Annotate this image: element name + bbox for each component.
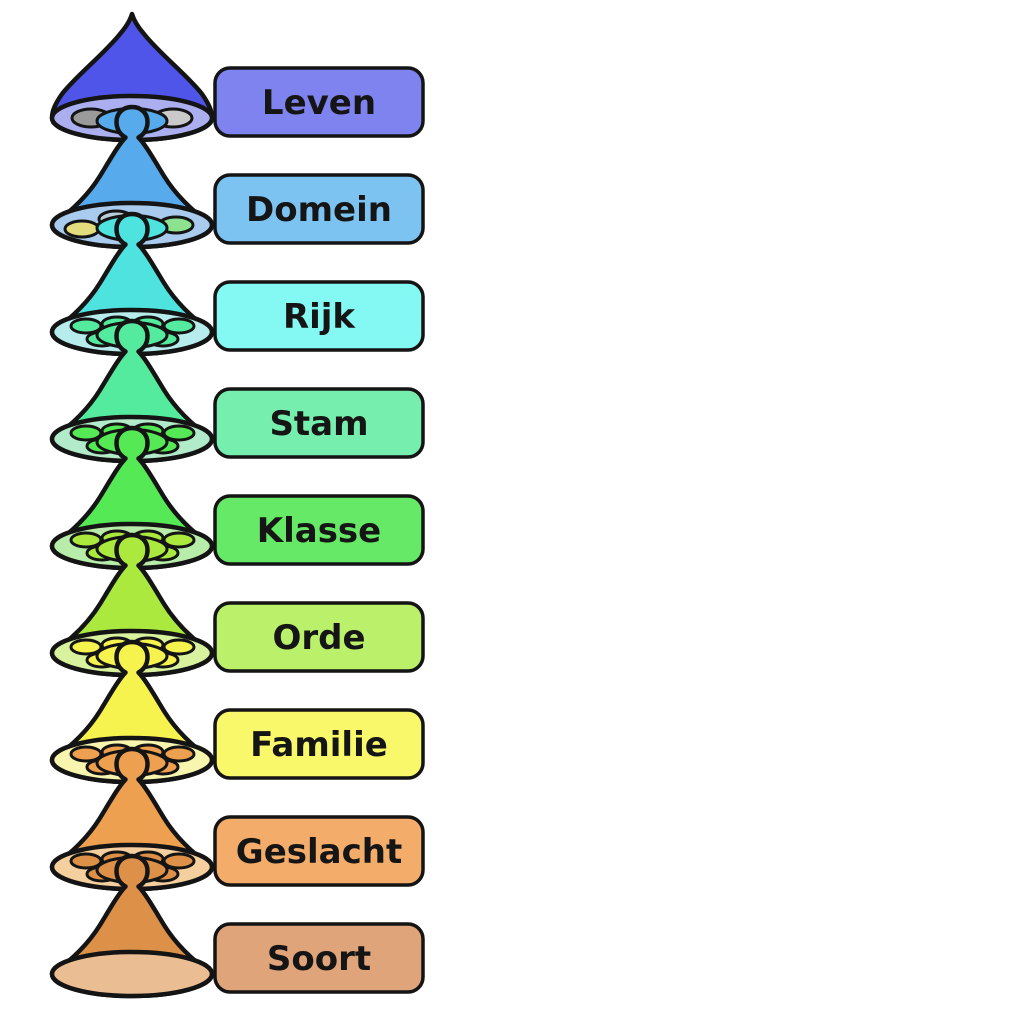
label-box-rijk bbox=[213, 280, 425, 352]
mini-ellipse bbox=[63, 219, 101, 239]
disc-ellipse-soort bbox=[49, 949, 215, 999]
mini-ellipse bbox=[69, 531, 103, 549]
mini-ellipse bbox=[162, 638, 196, 656]
rank-label-geslacht: Geslacht bbox=[213, 815, 425, 887]
label-box-geslacht bbox=[213, 815, 425, 887]
level-label: Leven bbox=[262, 83, 376, 123]
level-label: Domein bbox=[246, 190, 392, 230]
mini-ellipse bbox=[69, 638, 103, 656]
label-box-leven bbox=[213, 66, 425, 138]
mini-ellipse bbox=[162, 852, 196, 870]
label-box-soort bbox=[213, 922, 425, 994]
mini-ellipse bbox=[162, 424, 196, 442]
rank-label-klasse: Klasse bbox=[213, 494, 425, 566]
rank-label-domein: Domein bbox=[213, 173, 425, 245]
mini-ellipse bbox=[162, 317, 196, 335]
taxon-level-soort bbox=[49, 853, 215, 999]
rank-label-leven: Leven bbox=[213, 66, 425, 138]
level-label: Klasse bbox=[257, 511, 381, 551]
label-box-orde bbox=[213, 601, 425, 673]
level-label: Familie bbox=[250, 725, 388, 765]
mini-ellipse bbox=[69, 745, 103, 763]
mini-ellipse bbox=[69, 317, 103, 335]
level-label: Orde bbox=[272, 618, 365, 658]
level-label: Stam bbox=[269, 404, 368, 444]
label-box-familie bbox=[213, 708, 425, 780]
label-box-stam bbox=[213, 387, 425, 459]
mini-ellipse bbox=[69, 852, 103, 870]
rank-label-rijk: Rijk bbox=[213, 280, 425, 352]
mini-ellipse bbox=[162, 745, 196, 763]
level-label: Geslacht bbox=[236, 832, 402, 872]
rank-label-orde: Orde bbox=[213, 601, 425, 673]
level-label: Rijk bbox=[283, 297, 356, 337]
rank-label-stam: Stam bbox=[213, 387, 425, 459]
rank-label-soort: Soort bbox=[213, 922, 425, 994]
label-box-domein bbox=[213, 173, 425, 245]
mini-ellipse bbox=[69, 424, 103, 442]
level-label: Soort bbox=[267, 939, 371, 979]
mini-ellipse bbox=[162, 531, 196, 549]
rank-label-familie: Familie bbox=[213, 708, 425, 780]
label-box-klasse bbox=[213, 494, 425, 566]
taxon-level-klasse bbox=[49, 425, 215, 571]
